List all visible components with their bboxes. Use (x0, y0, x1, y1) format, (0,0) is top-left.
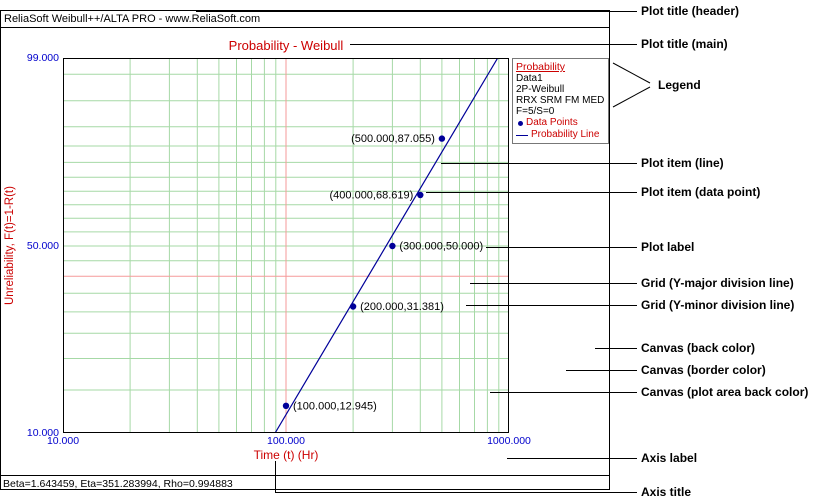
legend-entry-probability-line: Probability Line (516, 129, 605, 141)
header-separator (1, 27, 609, 28)
leader-legend-bottom (612, 86, 651, 108)
annotation-axis-title: Axis title (641, 485, 692, 499)
point-label: (200.000,31.381) (360, 301, 444, 313)
x-axis-title: Time (t) (Hr) (253, 448, 319, 462)
annotation-plot-item-data-point: Plot item (data point) (641, 185, 761, 199)
plot-window: ReliaSoft Weibull++/ALTA PRO - www.Relia… (0, 10, 610, 490)
x-axis-label: 1000.000 (487, 435, 531, 447)
annotation-canvas-plot-area-back-color: Canvas (plot area back color) (641, 385, 809, 399)
point-label: (100.000,12.945) (293, 400, 377, 412)
annotation-plot-item-line: Plot item (line) (641, 156, 724, 170)
annotation-grid-y-major: Grid (Y-major division line) (641, 276, 794, 290)
plot-main-title: Probability - Weibull (228, 38, 344, 53)
plot-area: (100.000,12.945) (200.000,31.381) (300.000… (63, 58, 509, 433)
annotation-legend: Legend (658, 78, 701, 92)
legend-model-name: 2P-Weibull (516, 84, 565, 95)
data-point (417, 191, 424, 199)
plot-header-title: ReliaSoft Weibull++/ALTA PRO - www.Relia… (4, 13, 261, 25)
data-point (438, 135, 446, 142)
fit-results-text: Beta=1.643459, Eta=351.283994, Rho=0.994… (3, 478, 233, 490)
probability-line (274, 58, 499, 433)
legend-analysis-settings: RRX SRM FM MED (516, 95, 605, 106)
annotation-plot-title-main: Plot title (main) (641, 37, 728, 51)
y-axis-label: 99.000 (26, 52, 59, 64)
legend-entry-label: Data Points (526, 117, 578, 128)
y-axis-label: 10.000 (26, 427, 59, 439)
data-point (389, 242, 396, 250)
legend-title: Probability (516, 61, 566, 73)
annotation-grid-y-minor: Grid (Y-minor division line) (641, 298, 795, 312)
x-axis-label: 10.000 (46, 435, 80, 447)
data-point (349, 303, 357, 310)
legend-entry-label: Probability Line (531, 129, 600, 140)
point-label: (300.000,50.000) (399, 241, 483, 253)
line-marker-icon (516, 134, 528, 136)
point-label: (400.000,68.619) (330, 190, 414, 202)
data-point-marker-icon (518, 120, 523, 126)
annotation-canvas-border-color: Canvas (border color) (641, 363, 766, 377)
annotation-plot-title-header: Plot title (header) (641, 4, 740, 18)
annotation-plot-label: Plot label (641, 240, 695, 254)
legend: Probability Data1 2P-Weibull RRX SRM FM … (512, 58, 609, 144)
legend-entry-data-points: Data Points (516, 117, 605, 129)
annotation-axis-label: Axis label (641, 451, 698, 465)
leader-legend-top (612, 62, 651, 84)
legend-dataset-name: Data1 (516, 73, 543, 84)
annotation-canvas-back-color: Canvas (back color) (641, 341, 756, 355)
y-axis-label: 50.000 (26, 240, 59, 252)
point-label: (500.000,87.055) (351, 133, 435, 145)
y-axis-title: Unreliability, F(t)=1-R(t) (4, 186, 16, 305)
legend-fs-counts: F=5/S=0 (516, 106, 555, 117)
footer-separator (1, 475, 609, 476)
data-point (282, 402, 290, 409)
plot-area-border (63, 58, 509, 433)
x-axis-label: 100.000 (267, 435, 305, 447)
